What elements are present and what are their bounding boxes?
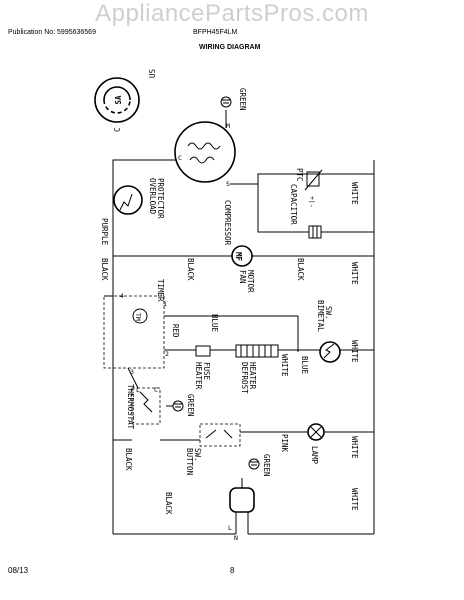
ground-symbol-thermostat: GREEN xyxy=(166,394,195,417)
heater-fuse: HEATER FUSE xyxy=(194,345,211,390)
timer-terminal-2: 2 xyxy=(165,350,169,358)
pin-c: C xyxy=(178,154,182,162)
fan-label: FAN xyxy=(238,270,247,284)
wire-label-black-fan: BLACK xyxy=(186,258,195,281)
timer-motor-symbol: TM xyxy=(134,313,142,321)
wire-color-labels: PURPLE BLACK BLACK BLACK RED BLUE BLUE W… xyxy=(100,182,359,515)
overload-label: OVERLOAD xyxy=(148,178,157,215)
defrost-heater: DEFROST HEATER xyxy=(235,344,279,394)
timer-terminal-3: 3 xyxy=(130,368,134,376)
motor-label: MOTOR xyxy=(246,270,255,293)
ptc-label: PTC xyxy=(295,168,304,182)
wire-label-green-top: GREEN xyxy=(238,88,247,111)
bimetal-sw-label: SW. xyxy=(324,306,333,320)
wire-label-black-thermostat: BLACK xyxy=(124,448,133,471)
wire-label-pink: PINK xyxy=(280,434,289,453)
fan-motor: MF FAN MOTOR xyxy=(231,245,255,293)
wire-label-black-plug: BLACK xyxy=(164,492,173,515)
defrost-label: DEFROST xyxy=(240,362,249,394)
wire-label-purple: PURPLE xyxy=(100,218,109,246)
button-label: BUTTON xyxy=(185,448,194,475)
compressor-label: COMPRESSOR xyxy=(223,200,232,246)
capacitor-label: CAPACITOR xyxy=(289,184,298,225)
lamp-label: LAMP xyxy=(310,446,319,465)
capacitor-polarity: +|- xyxy=(308,196,316,208)
plug-n-label: N xyxy=(234,534,238,542)
thermostat-terminal-c: C xyxy=(154,386,158,394)
defrost-timer: TM TIMER 4 1 2 3 xyxy=(103,279,169,376)
csa-logo: SA C US xyxy=(94,68,157,132)
compressor: C S M COMPRESSOR xyxy=(174,121,236,246)
csa-c-mark: C xyxy=(113,127,122,132)
lamp: LAMP xyxy=(307,423,325,465)
plug-l-label: L xyxy=(228,524,232,532)
pin-m: M xyxy=(226,122,230,130)
wire-label-green-button: GREEN xyxy=(262,454,271,477)
wire-label-blue-1: BLUE xyxy=(210,314,219,333)
pin-s: S xyxy=(226,180,230,188)
protector-label: PROTECTOR xyxy=(156,178,165,219)
csa-logo-mark: SA xyxy=(114,95,123,105)
heater-label-2: HEATER xyxy=(248,362,257,390)
ground-symbol-button: GREEN xyxy=(248,454,271,477)
wire-label-red: RED xyxy=(171,324,180,338)
ground-symbol-top: GREEN xyxy=(220,88,247,122)
wire-label-white-5: WHITE xyxy=(350,488,359,511)
button-sw-label: SW. xyxy=(193,448,202,462)
wiring-lines xyxy=(104,122,375,535)
wire-label-white-3: WHITE xyxy=(350,340,359,363)
thermostat: THERMOSTAT L C xyxy=(126,384,161,430)
timer-terminal-1: 1 xyxy=(163,300,167,308)
ptc-relay: PTC +|- xyxy=(295,168,323,208)
timer-label: TIMER xyxy=(156,279,165,302)
wire-label-black-left-1: BLACK xyxy=(100,258,109,281)
csa-us-mark: US xyxy=(148,68,157,78)
button-switch: BUTTON SW. xyxy=(185,423,241,475)
model-number: BFPH45F4LM xyxy=(193,29,238,36)
wire-label-blue-2: BLUE xyxy=(300,356,309,375)
wire-label-green-thermostat: GREEN xyxy=(186,394,195,417)
page-number: 8 xyxy=(230,566,235,575)
publication-number: Publication No: 5995636569 xyxy=(8,29,96,36)
page-title: WIRING DIAGRAM xyxy=(199,44,261,51)
capacitor: CAPACITOR xyxy=(289,184,322,239)
thermostat-label: THERMOSTAT xyxy=(126,384,135,430)
fuse-label: FUSE xyxy=(202,362,211,381)
timer-terminal-4: 4 xyxy=(120,292,124,300)
wire-label-black-right: BLACK xyxy=(296,258,305,281)
bimetal-switch: BIMETAL SW. xyxy=(316,300,341,363)
overload-protector: OVERLOAD PROTECTOR xyxy=(113,178,165,219)
thermostat-terminal-l: L xyxy=(136,386,140,394)
wire-label-white-2: WHITE xyxy=(350,262,359,285)
wire-label-white-1: WHITE xyxy=(350,182,359,205)
watermark: AppliancePartsPros.com xyxy=(95,0,369,27)
fan-motor-symbol: MF xyxy=(234,252,243,262)
wire-label-white-4: WHITE xyxy=(350,436,359,459)
bimetal-label: BIMETAL xyxy=(316,300,325,332)
wire-label-white-heater: WHITE xyxy=(280,354,289,377)
footer-date: 08/13 xyxy=(8,566,29,575)
heater-label: HEATER xyxy=(194,362,203,390)
